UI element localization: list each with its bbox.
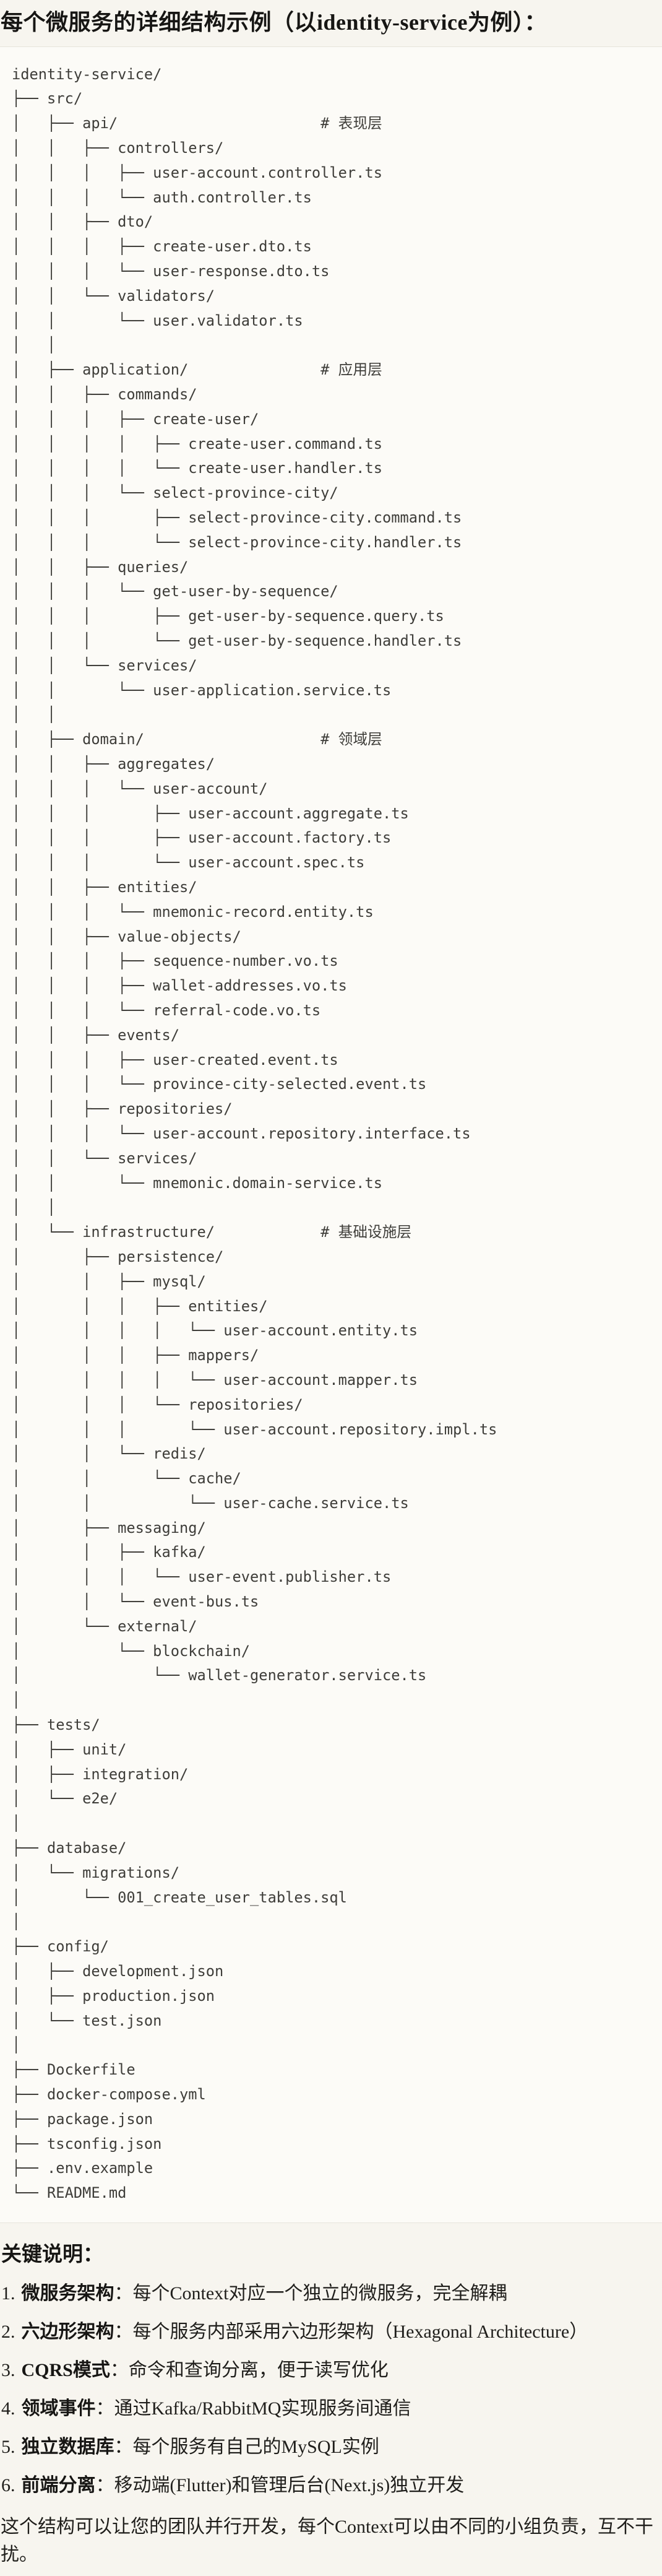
list-item-description: ：每个服务内部采用六边形架构（Hexagonal Architecture） <box>114 2322 588 2343</box>
list-item: 4. 领域事件：通过Kafka/RabbitMQ实现服务间通信 <box>1 2395 660 2422</box>
list-item: 1. 微服务架构：每个Context对应一个独立的微服务，完全解耦 <box>1 2279 660 2307</box>
list-item-description: ：每个服务有自己的MySQL实例 <box>114 2437 379 2458</box>
list-item-term: 前端分离 <box>21 2475 96 2496</box>
notes-heading: 关键说明： <box>1 2244 103 2266</box>
list-item-term: 领域事件 <box>21 2398 96 2419</box>
list-item-term: CQRS模式 <box>21 2360 110 2381</box>
list-item-description: ：移动端(Flutter)和管理后台(Next.js)独立开发 <box>95 2475 465 2496</box>
list-item-term: 微服务架构 <box>21 2283 114 2304</box>
code-block: identity-service/ ├── src/ │ ├── api/ # … <box>0 46 662 2223</box>
notes-list: 1. 微服务架构：每个Context对应一个独立的微服务，完全解耦 2. 六边形架构… <box>0 2279 662 2499</box>
list-item-term: 独立数据库 <box>21 2437 114 2458</box>
list-item-number: 5. <box>1 2437 15 2458</box>
document-page: 每个微服务的详细结构示例（以identity-service为例）： ident… <box>0 7 662 2569</box>
list-item: 6. 前端分离：移动端(Flutter)和管理后台(Next.js)独立开发 <box>1 2471 660 2499</box>
list-item-description: ：每个Context对应一个独立的微服务，完全解耦 <box>114 2283 507 2304</box>
list-item-number: 4. <box>1 2398 15 2419</box>
file-tree-text: identity-service/ ├── src/ │ ├── api/ # … <box>12 65 497 2202</box>
list-item: 3. CQRS模式：命令和查询分离，便于读写优化 <box>1 2356 660 2384</box>
page-title: 每个微服务的详细结构示例（以identity-service为例）： <box>1 10 547 35</box>
list-item-number: 6. <box>1 2475 15 2496</box>
list-item-description: ：命令和查询分离，便于读写优化 <box>110 2360 389 2381</box>
list-item-number: 1. <box>1 2283 15 2304</box>
list-item-term: 六边形架构 <box>21 2322 114 2343</box>
list-item: 2. 六边形架构：每个服务内部采用六边形架构（Hexagonal Architec… <box>1 2318 660 2346</box>
list-item-number: 2. <box>1 2322 15 2343</box>
footer-note: 这个结构可以让您的团队并行开发，每个Context可以由不同的小组负责，互不干扰… <box>1 2517 653 2565</box>
list-item-number: 3. <box>1 2360 15 2381</box>
list-item: 5. 独立数据库：每个服务有自己的MySQL实例 <box>1 2433 660 2461</box>
list-item-description: ：通过Kafka/RabbitMQ实现服务间通信 <box>95 2398 411 2419</box>
